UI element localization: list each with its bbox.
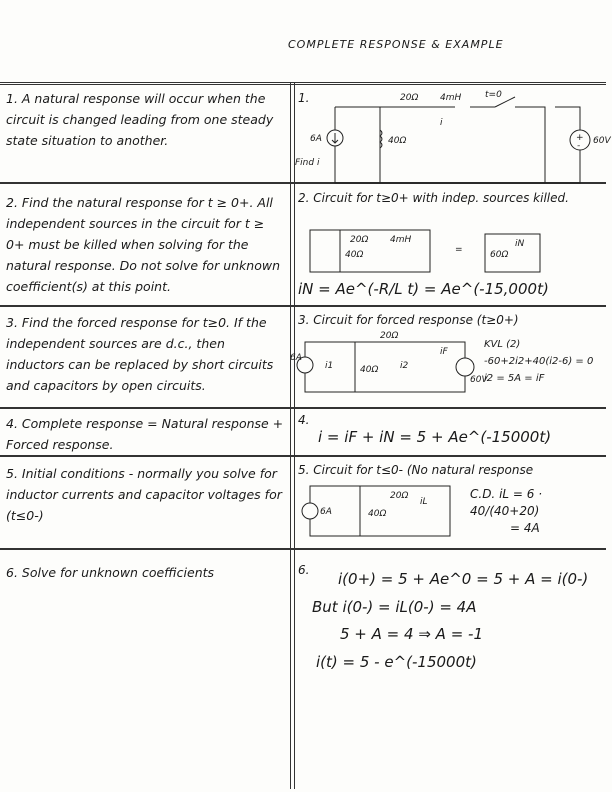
svg-text:iL: iL [420,497,428,507]
resistor-icon [379,129,383,149]
column-divider [290,82,295,789]
svg-text:i: i [440,118,443,128]
svg-text:60V: 60V [470,375,488,385]
step-6-text: 6. Solve for unknown coefficients [6,565,215,580]
svg-text:6A: 6A [310,134,322,144]
page-title: COMPLETE RESPONSE & EXAMPLE [288,38,504,51]
svg-text:40Ω: 40Ω [360,365,378,375]
svg-text:iF: iF [440,347,449,357]
circuit-5: 6A 40Ω 20Ω iL [301,485,451,537]
switch-icon [494,96,516,108]
kvl-label: KVL (2) [484,339,521,350]
step-1-heading: 1. [298,91,310,105]
svg-text:=: = [455,245,463,255]
inductor-current-eq: But i(0-) = iL(0-) = 4A [312,598,477,616]
step-2-equation: iN = Ae^(-R/L t) = Ae^(-15,000t) [298,280,549,298]
svg-text:40Ω: 40Ω [368,509,386,519]
svg-text:40Ω: 40Ω [388,136,406,146]
row-divider [0,548,606,550]
circuit-1: +- 20Ω 4mH t=0 6A 40Ω 60V i Find i [295,90,611,184]
svg-text:i1: i1 [325,361,333,371]
svg-text:20Ω: 20Ω [380,331,398,341]
svg-text:4mH: 4mH [390,235,411,245]
row-divider [0,455,606,457]
kvl-equation: -60+2i2+40(i2-6) = 0 [484,356,594,367]
svg-text:4mH: 4mH [440,93,461,103]
step-5-heading: 5. Circuit for t≤0- (No natural response [298,463,534,477]
svg-text:20Ω: 20Ω [350,235,368,245]
svg-text:40Ω: 40Ω [345,250,363,260]
svg-text:20Ω: 20Ω [400,93,418,103]
step-2-heading: 2. Circuit for t≥0+ with indep. sources … [298,191,569,205]
svg-text:t=0: t=0 [485,90,502,100]
current-divider: C.D. iL = 6 · 40/(40+20) [470,487,543,518]
svg-text:6A: 6A [320,507,332,517]
row-divider [0,407,606,409]
step-6-heading: 6. [298,563,310,577]
step-4-equation: i = iF + iN = 5 + Ae^(-15000t) [318,428,552,446]
circuit-3: 6A 20Ω 40Ω 60V i1 i2 iF [290,331,488,393]
circuit-2: 20Ω 4mH 40Ω = 60Ω iN [309,229,541,273]
steps-table [0,82,606,792]
svg-text:20Ω: 20Ω [390,491,408,501]
svg-text:6A: 6A [290,353,302,363]
step-4-text: 4. Complete response = Natural response … [6,416,284,452]
step-5-text: 5. Initial conditions - normally you sol… [6,466,282,523]
step-2-text: 2. Find the natural response for t ≥ 0+.… [6,195,280,294]
voltage-source-icon [569,129,591,151]
step-1-text: 1. A natural response will occur when th… [6,91,274,148]
svg-text:60V: 60V [593,136,611,146]
svg-text:Find i: Find i [295,158,320,168]
step-3-heading: 3. Circuit for forced response (t≥0+) [298,313,519,327]
step-4-heading: 4. [298,413,310,427]
svg-text:iN: iN [515,239,525,249]
svg-text:i2: i2 [400,361,409,371]
svg-text:+: + [576,133,584,143]
forced-result: i2 = 5A = iF [484,373,545,384]
step-3-text: 3. Find the forced response for t≥0. If … [6,315,274,393]
svg-text:-: - [577,141,580,151]
current-divider-result: = 4A [510,521,540,535]
row-divider [0,182,606,184]
row-divider [0,305,606,307]
initial-condition-eq: i(0+) = 5 + Ae^0 = 5 + A = i(0-) [338,570,589,588]
coefficient-eq: 5 + A = 4 ⇒ A = -1 [340,625,483,643]
final-answer: i(t) = 5 - e^(-15000t) [316,653,477,671]
svg-text:60Ω: 60Ω [490,250,508,260]
